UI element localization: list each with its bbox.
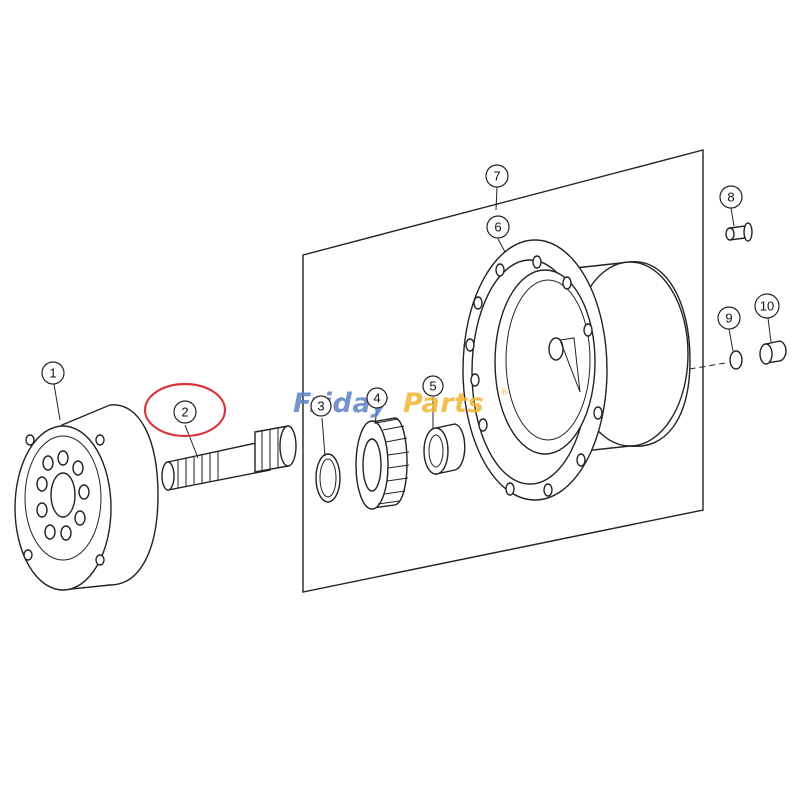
callout-3[interactable]: 3 [310,395,332,417]
callout-9[interactable]: 9 [717,306,741,330]
callout-9-label: 9 [725,311,732,326]
leader-lines [53,186,772,459]
part-bearing [423,423,466,475]
callout-6[interactable]: 6 [486,215,510,239]
watermark-part2: Parts [403,388,484,419]
part-bolt [725,222,753,242]
callout-8[interactable]: 8 [719,185,743,209]
part-snap-ring [315,453,341,503]
callout-10-label: 10 [760,299,774,314]
callout-5-label: 5 [429,379,436,394]
callout-4[interactable]: 4 [366,387,388,409]
callout-10[interactable]: 10 [754,293,780,319]
callout-5[interactable]: 5 [422,375,444,397]
watermark-trademark: ® [500,388,509,398]
part-plug [759,340,787,365]
callout-4-label: 4 [373,391,380,406]
part-hub-disc [14,404,159,591]
callout-7-label: 7 [493,169,500,184]
highlight-callout-2-ring [143,382,227,438]
callout-2-label: 2 [181,405,188,420]
callout-balloons: 1 2 3 4 5 6 7 8 9 10 [41,164,780,424]
callout-2[interactable]: 2 [173,400,197,424]
callout-8-label: 8 [727,190,734,205]
part-splined-shaft [161,425,297,491]
callout-3-label: 3 [317,399,324,414]
part-housing [462,239,691,501]
callout-1[interactable]: 1 [41,361,65,385]
hub-bolt-holes [23,434,105,566]
callout-6-label: 6 [494,220,501,235]
part-o-ring [729,350,743,370]
flange-bolt-holes [465,255,603,497]
callout-1-label: 1 [49,366,56,381]
callout-7[interactable]: 7 [485,164,509,188]
part-gear [355,417,410,510]
